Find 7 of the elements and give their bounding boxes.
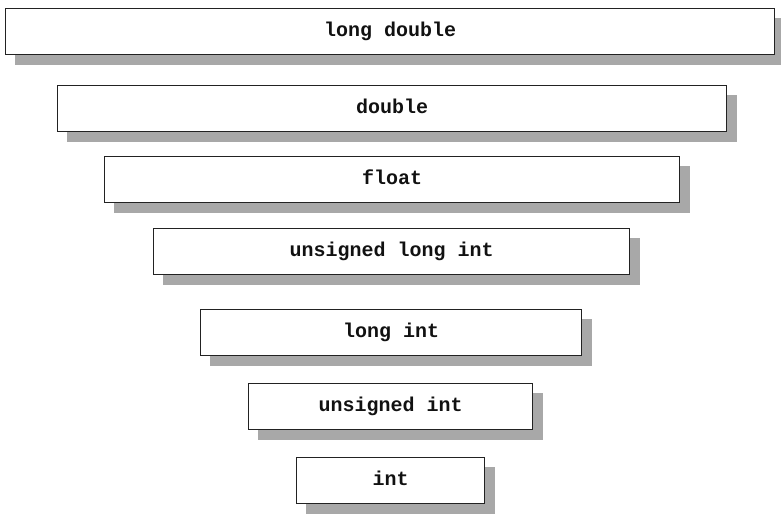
type-name: int	[372, 469, 408, 492]
type-name: long double	[324, 20, 456, 43]
type-name: unsigned int	[318, 395, 463, 418]
type-name: double	[356, 97, 428, 120]
type-name: long int	[342, 321, 439, 344]
type-name: float	[362, 168, 422, 191]
type-name: unsigned long int	[289, 240, 494, 263]
